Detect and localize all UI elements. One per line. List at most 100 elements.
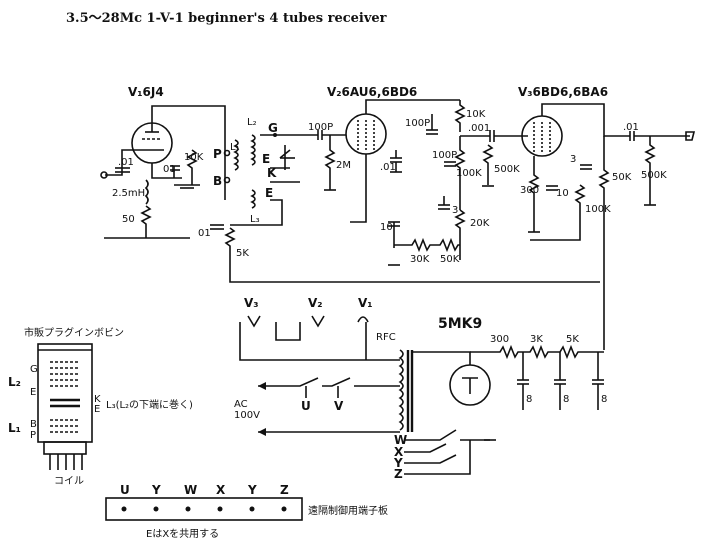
r-30k-50k [394, 237, 460, 253]
terminal-board-note: EはXを共用する [146, 528, 219, 540]
r-10k-v2 [454, 100, 466, 132]
r-50k-v3 [598, 136, 610, 350]
coil-l1 [233, 139, 239, 171]
r-v1-k-label: 10K [184, 152, 204, 163]
pwr-v1-label: V₁ [358, 296, 373, 310]
c-100p-b-label: 100P [432, 150, 457, 161]
c-v1-k-label: 01 [163, 164, 176, 175]
choke-coil [144, 179, 149, 205]
r-3k-ps-label: 3K [530, 334, 543, 345]
sw-x [404, 443, 447, 453]
r-100k-v3 [530, 184, 586, 241]
phone-jack [685, 131, 696, 141]
c-10-v2-label: 10 [380, 222, 393, 233]
coil-diag-b: B [30, 419, 37, 430]
c-01-b-label: 01 [198, 228, 211, 239]
terminal-screw [281, 506, 287, 512]
coil-l2-label: L₂ [247, 117, 257, 128]
choke-label: 2.5mH [112, 188, 145, 199]
pwr-x-label: X [394, 445, 404, 459]
heater-v1 [357, 316, 369, 323]
r-500k-v2 [482, 144, 494, 185]
r-50k-label: 50K [440, 254, 460, 265]
coil-diag-e2: E [94, 404, 100, 415]
terminal-label: Y [151, 483, 161, 497]
v2-plate-lead [365, 99, 460, 114]
b-plus-line [224, 227, 600, 283]
sw-z [404, 440, 471, 475]
r-300-v3 [528, 156, 540, 232]
c-8b-label: 8 [563, 394, 569, 405]
terminal-screw [121, 506, 127, 512]
coil-diag-l2: L₂ [8, 375, 21, 389]
terminal-screw [185, 506, 191, 512]
coil-diag-e: E [30, 387, 36, 398]
coil-diag-g: G [30, 364, 38, 375]
coil-heading: 市販プラグインボビン [24, 326, 124, 339]
heater-bus [239, 322, 400, 361]
r-5k-ps-label: 5K [566, 334, 579, 345]
r-300-ps-label: 300 [490, 334, 509, 345]
r-30k-label: 30K [410, 254, 430, 265]
c-8a-label: 8 [526, 394, 532, 405]
heater-v3 [247, 315, 261, 328]
coil-b-label: B [213, 174, 222, 188]
r-v1-k [186, 149, 198, 185]
sw-y [404, 454, 457, 464]
coil-diag-l3-note: L₃(L₂の下端に巻く) [106, 398, 193, 411]
sw-w [404, 429, 490, 441]
terminal-label: Z [280, 483, 289, 497]
pwr-v2-label: V₂ [308, 296, 323, 310]
pwr-y-label: Y [393, 456, 403, 470]
v2-cathode-lead [350, 154, 367, 223]
ac-label: AC [234, 399, 248, 410]
v1-grid-lead [105, 149, 140, 176]
coil-diag-caption: コイル [54, 476, 84, 487]
r-500k-out [644, 136, 656, 205]
ps-filter-chain [470, 344, 604, 360]
terminal-screw [249, 506, 255, 512]
r-5k-v1-label: 5K [236, 248, 249, 259]
c-10-v3-label: 10 [556, 188, 569, 199]
coil-e2-label: E [265, 186, 273, 200]
r-100k-v2 [454, 136, 466, 210]
c-8c-label: 8 [601, 394, 607, 405]
pwr-w-label: W [394, 433, 407, 447]
c-100p-v2-label: 100P [405, 118, 430, 129]
terminal-label: Y [247, 483, 257, 497]
pwr-u-label: U [301, 399, 311, 413]
terminal-dots [121, 506, 287, 512]
c-3-v3-label: 3 [570, 154, 576, 165]
r-50-label: 50 [122, 214, 135, 225]
coil-bobbin [37, 343, 93, 470]
coil-k-label: K [267, 166, 277, 180]
terminal-screw [217, 506, 223, 512]
rectifier-label: 5MK9 [438, 316, 482, 332]
pwr-v-label: V [334, 399, 344, 413]
terminal-board [105, 497, 303, 521]
c-01-out-label: .01 [623, 122, 639, 133]
r-10k-v2-label: 10K [466, 109, 486, 120]
coil-e-label: E [262, 152, 270, 166]
c-v1-in-label: .01 [118, 157, 134, 168]
coil-l1-label: L₁ [230, 142, 240, 153]
r-20k [454, 209, 466, 260]
tube-v1 [131, 122, 173, 164]
coil-diag-p: P [30, 430, 36, 441]
c-100p-g-label: 100P [308, 122, 333, 133]
coil-l2 [250, 134, 256, 166]
r-2m [324, 135, 336, 190]
terminal-label: W [184, 483, 197, 497]
v1-cathode-lead [151, 163, 182, 179]
heater-v2 [311, 315, 325, 328]
coil-l3-label: L₃ [250, 214, 260, 225]
ac-voltage-label: 100V [234, 410, 260, 421]
coil-diag-l1: L₁ [8, 421, 21, 435]
tube-v1-label: V₁6J4 [128, 85, 164, 99]
r-500k-out-label: 500K [641, 170, 667, 181]
tube-v2 [345, 113, 387, 155]
rectifier-tube [449, 364, 491, 406]
pwr-z-label: Z [394, 467, 403, 481]
r-500k-v2-label: 500K [494, 164, 520, 175]
